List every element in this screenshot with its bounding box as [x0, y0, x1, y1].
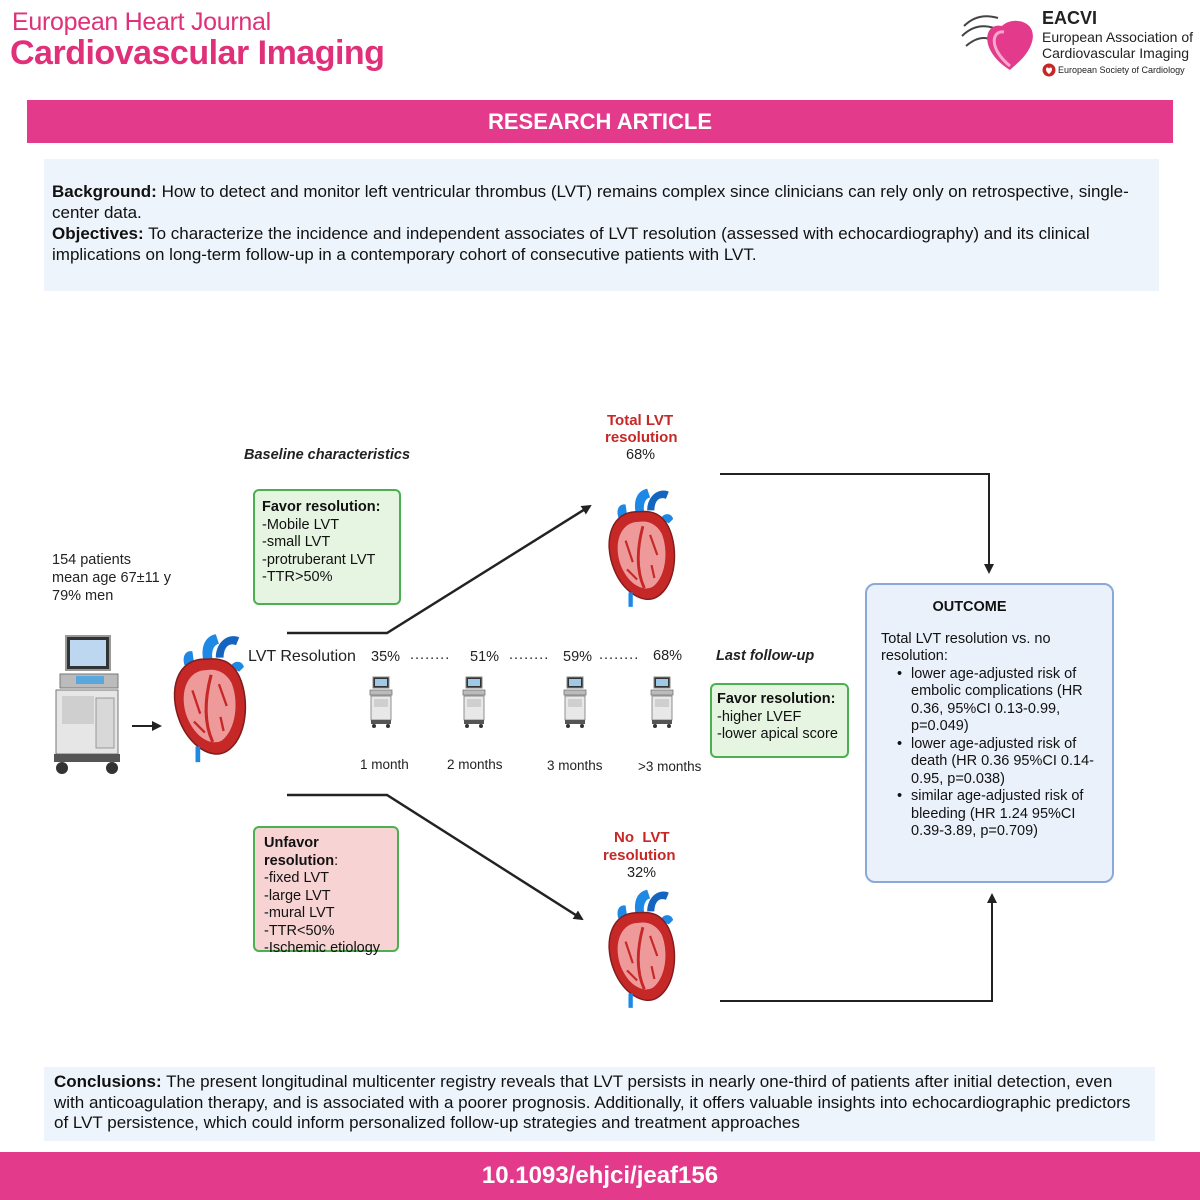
timeline-dots: ........: [509, 647, 550, 663]
timeline-label-4: >3 months: [638, 759, 702, 774]
outcome-item: lower age-adjusted risk of death (HR 0.3…: [897, 736, 1098, 789]
background-paragraph: Background: How to detect and monitor le…: [52, 181, 1151, 223]
echo-machine-2-months-icon: [462, 676, 486, 729]
unfavor-item: -mural LVT: [264, 905, 335, 921]
favor-title: Favor resolution:: [262, 499, 381, 515]
journal-subtitle: Cardiovascular Imaging: [10, 34, 385, 72]
abstract-box: Background: How to detect and monitor le…: [44, 159, 1159, 291]
timeline-label-1: 1 month: [360, 757, 409, 772]
unfavor-item: -large LVT: [264, 887, 331, 904]
no-resolution-heart-icon: [607, 887, 677, 1010]
outcome-box: OUTCOME Total LVT resolution vs. no reso…: [865, 583, 1114, 883]
doi-link[interactable]: 10.1093/ehjci/jeaf156: [0, 1152, 1200, 1200]
outcome-list: lower age-adjusted risk of embolic compl…: [881, 666, 1098, 841]
favor-item: -TTR>50%: [262, 569, 333, 585]
patients-age: mean age 67±11 y: [52, 570, 171, 586]
echo-machine-1-month-icon: [369, 676, 393, 729]
favor-resolution-box: Favor resolution: -Mobile LVT -small LVT…: [253, 489, 401, 605]
outcome-item: similar age-adjusted risk of bleeding (H…: [897, 788, 1098, 841]
background-label: Background:: [52, 182, 157, 201]
eacvi-subtitle-line2: Cardiovascular Imaging: [1042, 45, 1190, 61]
timeline-dots: ........: [599, 647, 640, 663]
timeline-dots: ........: [410, 647, 451, 663]
favor-item: -protruberant LVT: [262, 551, 376, 568]
echo-machine-over-3-months-icon: [650, 676, 674, 729]
eacvi-subtitle-line1: European Association of: [1042, 29, 1193, 45]
conclusions-box: Conclusions: The present longitudinal mu…: [44, 1067, 1155, 1141]
last-followup-label: Last follow-up: [716, 648, 815, 664]
unfavor-item: -TTR<50%: [264, 922, 335, 939]
objectives-paragraph: Objectives: To characterize the incidenc…: [52, 223, 1151, 265]
background-text: How to detect and monitor left ventricul…: [52, 182, 1129, 222]
conclusions-text: The present longitudinal multicenter reg…: [54, 1072, 1131, 1132]
unfavor-title: Unfavor resolution: [264, 835, 335, 869]
objectives-label: Objectives:: [52, 224, 144, 243]
eacvi-title: EACVI: [1042, 8, 1098, 28]
unfavor-item: -fixed LVT: [264, 870, 330, 886]
timeline-pct-1: 35%: [371, 649, 401, 665]
objectives-text: To characterize the incidence and indepe…: [52, 224, 1090, 264]
favor-followup-box: Favor resolution: -higher LVEF -lower ap…: [710, 683, 849, 758]
baseline-heart-icon: [172, 632, 248, 765]
no-resolution-line1: No LVT: [614, 829, 670, 846]
no-resolution-line2: resolution: [603, 847, 676, 864]
unfavor-item: -Ischemic etiology: [264, 940, 381, 956]
outcome-title: OUTCOME: [932, 599, 1007, 615]
esc-label: European Society of Cardiology: [1058, 65, 1185, 75]
favor-followup-item: -lower apical score: [717, 726, 838, 742]
timeline-label-2: 2 months: [447, 757, 503, 772]
conclusions-label: Conclusions:: [54, 1072, 162, 1091]
total-resolution-line2: resolution: [605, 429, 678, 446]
favor-followup-item: -higher LVEF: [717, 708, 802, 725]
total-resolution-heart-icon: [607, 486, 677, 609]
esc-logo-icon: [1042, 63, 1056, 77]
timeline-pct-2: 51%: [470, 649, 500, 665]
research-article-banner: RESEARCH ARTICLE: [27, 100, 1173, 143]
outcome-intro: Total LVT resolution vs. no resolution:: [881, 630, 1051, 665]
unfavor-resolution-box: Unfavor resolution: -fixed LVT -large LV…: [253, 826, 399, 956]
lvt-resolution-label: LVT Resolution: [248, 648, 356, 665]
total-resolution-pct: 68%: [626, 447, 656, 463]
patients-men: 79% men: [52, 588, 114, 604]
timeline-pct-3: 59%: [563, 649, 593, 665]
echo-machine-large-icon: [54, 635, 120, 774]
timeline-label-3: 3 months: [547, 758, 603, 773]
unfavor-colon: :: [334, 852, 339, 869]
favor-item: -small LVT: [262, 534, 331, 550]
total-resolution-line1: Total LVT: [607, 412, 674, 429]
no-resolution-pct: 32%: [627, 865, 657, 881]
patients-count: 154 patients: [52, 552, 132, 568]
eacvi-heart-logo: [961, 15, 1033, 70]
timeline-pct-4: 68%: [653, 648, 683, 664]
favor-item: -Mobile LVT: [262, 516, 340, 533]
outcome-item: lower age-adjusted risk of embolic compl…: [897, 666, 1098, 736]
journal-name: European Heart Journal: [12, 8, 271, 36]
baseline-heading: Baseline characteristics: [244, 447, 411, 463]
echo-machine-3-months-icon: [563, 676, 587, 729]
favor-followup-title: Favor resolution:: [717, 691, 836, 707]
